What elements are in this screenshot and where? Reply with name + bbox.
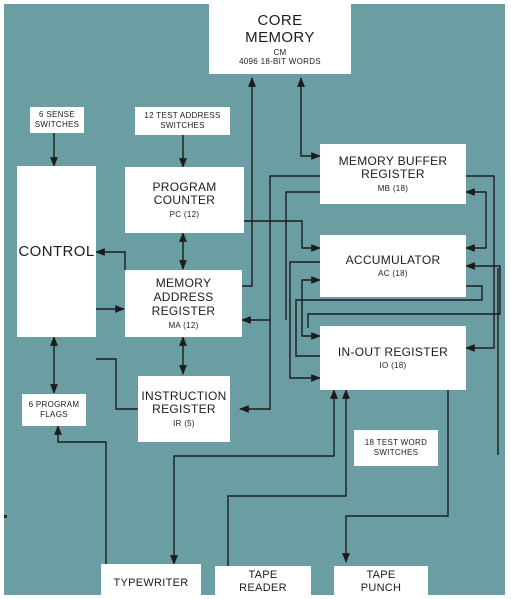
core-memory-line1: CORE bbox=[257, 11, 303, 29]
tape-reader-line2: READER bbox=[239, 581, 287, 594]
in-out-register-line1: IN-OUT REGISTER bbox=[337, 344, 449, 359]
memory-address-abbr: MA (12) bbox=[168, 320, 199, 330]
accumulator-abbr: AC (18) bbox=[378, 269, 408, 279]
wire-ir-to-control bbox=[96, 358, 138, 410]
wire-ac-io-left-inner bbox=[301, 276, 321, 340]
wire-reader-to-io bbox=[227, 389, 350, 566]
control-box: CONTROL bbox=[17, 166, 96, 337]
wire-cm-mb bbox=[297, 77, 321, 160]
wire-ac-io-left-outer bbox=[289, 261, 321, 382]
margin-mark bbox=[4, 515, 7, 518]
tape-punch-line2: PUNCH bbox=[360, 581, 402, 594]
program-counter-abbr: PC (12) bbox=[169, 210, 200, 220]
wire-mb-upper bbox=[285, 191, 320, 320]
core-memory-detail: 4096 18-BIT WORDS bbox=[239, 57, 321, 67]
memory-buffer-abbr: MB (18) bbox=[377, 184, 409, 194]
core-memory-box: CORE MEMORY CM 4096 18-BIT WORDS bbox=[209, 4, 351, 74]
wire-typewriter-to-flags bbox=[54, 425, 107, 564]
block-diagram: CORE MEMORY CM 4096 18-BIT WORDS 6 SENSE… bbox=[4, 4, 505, 595]
control-label: CONTROL bbox=[18, 242, 95, 260]
memory-buffer-line2: REGISTER bbox=[361, 167, 425, 182]
test-address-switches-box: 12 TEST ADDRESS SWITCHES bbox=[135, 107, 230, 135]
tape-reader-box: TAPE READER bbox=[215, 566, 311, 595]
memory-address-line2: ADDRESS bbox=[153, 290, 214, 304]
in-out-register-box: IN-OUT REGISTER IO (18) bbox=[320, 326, 466, 390]
in-out-register-abbr: IO (18) bbox=[379, 361, 407, 371]
typewriter-label: TYPEWRITER bbox=[113, 577, 189, 589]
test-word-switches-line2: SWITCHES bbox=[373, 448, 419, 457]
accumulator-box: ACCUMULATOR AC (18) bbox=[320, 235, 466, 297]
memory-buffer-line1: MEMORY BUFFER bbox=[338, 153, 448, 168]
test-word-switches-box: 18 TEST WORD SWITCHES bbox=[354, 430, 438, 466]
instruction-register-line1: INSTRUCTION bbox=[141, 388, 227, 403]
memory-buffer-register-box: MEMORY BUFFER REGISTER MB (18) bbox=[320, 144, 466, 204]
test-word-switches-line1: 18 TEST WORD bbox=[364, 437, 428, 447]
sense-switches-box: 6 SENSE SWITCHES bbox=[30, 107, 84, 133]
instruction-register-line2: REGISTER bbox=[152, 402, 216, 417]
tape-reader-line1: TAPE bbox=[248, 569, 278, 581]
wire-ma-to-control bbox=[95, 248, 126, 270]
wire-io-to-typewriter bbox=[170, 389, 338, 565]
memory-address-register-box: MEMORY ADDRESS REGISTER MA (12) bbox=[125, 270, 242, 337]
wire-pc-to-ac bbox=[244, 220, 321, 252]
tape-punch-box: TAPE PUNCH bbox=[334, 566, 428, 595]
tape-punch-line1: TAPE bbox=[366, 569, 396, 581]
wire-ma-to-cm bbox=[242, 77, 256, 287]
core-memory-abbr: CM bbox=[273, 48, 287, 58]
sense-switches-line2: SWITCHES bbox=[34, 120, 80, 129]
typewriter-box: TYPEWRITER bbox=[101, 564, 201, 595]
connection-lines bbox=[50, 77, 501, 566]
program-flags-line2: FLAGS bbox=[40, 410, 68, 419]
program-flags-line1: 6 PROGRAM bbox=[28, 399, 80, 409]
sense-switches-line1: 6 SENSE bbox=[39, 109, 75, 119]
instruction-register-abbr: IR (5) bbox=[173, 419, 195, 429]
memory-address-line3: REGISTER bbox=[151, 303, 216, 318]
core-memory-line2: MEMORY bbox=[245, 28, 315, 46]
program-counter-box: PROGRAM COUNTER PC (12) bbox=[125, 167, 244, 233]
program-flags-box: 6 PROGRAM FLAGS bbox=[22, 394, 86, 426]
program-counter-line2: COUNTER bbox=[153, 193, 216, 208]
wire-ac-io-right bbox=[307, 262, 501, 328]
instruction-register-box: INSTRUCTION REGISTER IR (5) bbox=[138, 376, 230, 442]
wire-io-to-tapepunch bbox=[342, 390, 449, 563]
accumulator-line1: ACCUMULATOR bbox=[345, 252, 441, 267]
wire-mb-ac-right bbox=[465, 188, 487, 252]
wire-ac-io-right2 bbox=[295, 285, 483, 357]
test-address-switches-line1: 12 TEST ADDRESS bbox=[144, 110, 221, 120]
wire-mb-io-right bbox=[465, 175, 495, 352]
memory-address-line1: MEMORY bbox=[155, 276, 212, 291]
program-counter-line1: PROGRAM bbox=[152, 179, 217, 194]
test-address-switches-line2: SWITCHES bbox=[160, 121, 205, 130]
